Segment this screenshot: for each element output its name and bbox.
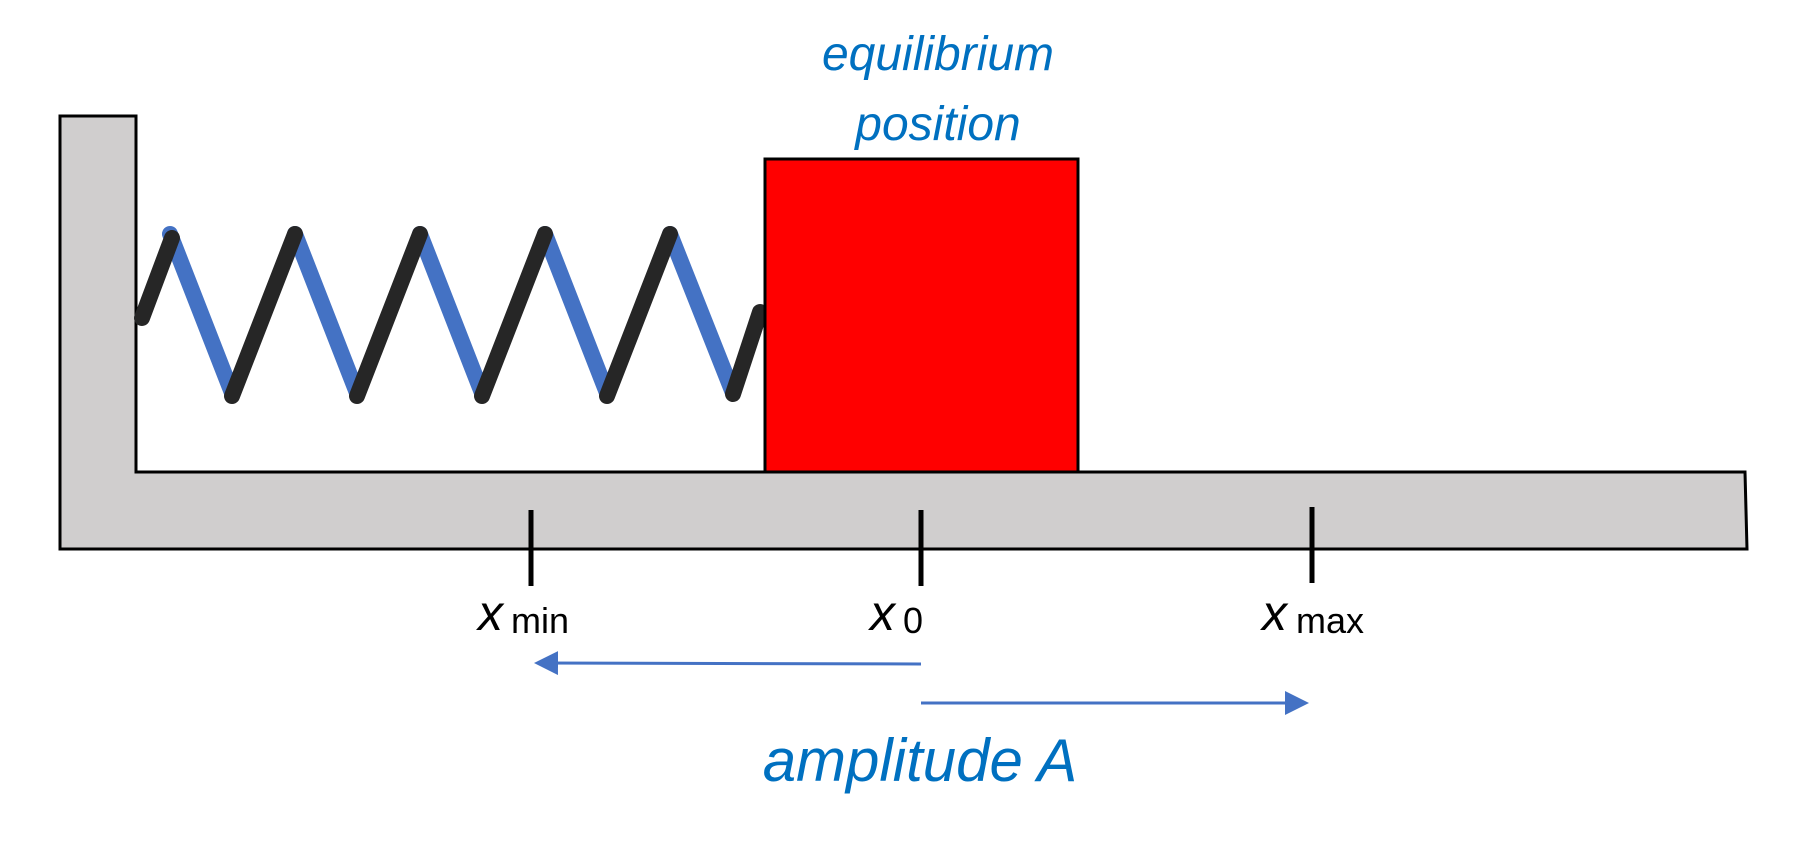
spring-front-coils	[134, 226, 768, 404]
mass-block	[763, 157, 1080, 474]
spring-back-coils	[162, 226, 741, 401]
marker-max-label: x max	[1260, 585, 1364, 641]
arrow-left	[534, 651, 922, 676]
svg-text:x: x	[1260, 585, 1289, 641]
marker-min-label: x min	[476, 585, 569, 641]
svg-text:x: x	[476, 585, 505, 641]
wall-floor-shape	[58, 114, 1749, 551]
marker-zero-label: x 0	[868, 585, 923, 641]
amplitude-label: amplitude A	[763, 727, 1078, 794]
svg-text:min: min	[511, 600, 569, 641]
position-label: position	[853, 98, 1020, 151]
svg-text:max: max	[1296, 600, 1364, 641]
svg-text:0: 0	[903, 600, 923, 641]
equilibrium-label: equilibrium	[822, 28, 1054, 81]
svg-text:x: x	[868, 585, 897, 641]
